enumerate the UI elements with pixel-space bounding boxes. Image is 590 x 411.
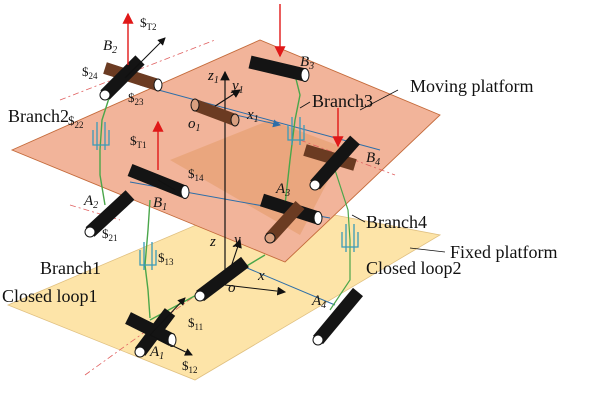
screw-label-s23: $23 xyxy=(128,90,144,107)
pointer-line xyxy=(359,89,399,111)
dash-line xyxy=(84,284,211,376)
branch3-path xyxy=(284,74,301,206)
axis-label-y1: y1 xyxy=(230,78,244,96)
screw-label-sT2: $T2 xyxy=(140,15,157,32)
screw-arrow-s11 xyxy=(149,297,186,336)
joint-o xyxy=(194,256,249,302)
prismatic-joint xyxy=(341,224,359,252)
screw-arrow-s24 xyxy=(124,37,166,79)
joint-A4 xyxy=(312,287,363,346)
point-A1: A1 xyxy=(149,344,164,362)
pointer-line xyxy=(351,214,366,223)
pointer-line xyxy=(409,247,446,253)
moving-platform-label: Moving platform xyxy=(410,76,534,96)
dash-line xyxy=(299,139,396,176)
branch2-label: Branch2 xyxy=(8,106,69,126)
screw-label-s11: $11 xyxy=(188,315,203,332)
blue-line xyxy=(239,264,336,306)
axis-label-z: z xyxy=(209,234,216,250)
joint-B2-pair xyxy=(99,55,163,101)
branch4-path xyxy=(329,169,351,311)
branch3-label: Branch3 xyxy=(312,91,373,111)
pointer-line xyxy=(299,101,311,109)
screw-arrow-s14 xyxy=(157,179,176,191)
screw-label-s13: $13 xyxy=(158,250,174,267)
joint-B3 xyxy=(248,55,310,82)
screw-label-s22: $22 xyxy=(68,113,84,130)
origin-o1: o1 xyxy=(188,116,201,134)
axis-label-x1: x1 xyxy=(246,107,259,125)
prismatic-joint xyxy=(139,242,157,270)
fixed-platform-label: Fixed platform xyxy=(450,242,557,262)
fixed-platform xyxy=(6,199,442,381)
screw-label-s21: $21 xyxy=(102,226,118,243)
closed-loop2-label: Closed loop2 xyxy=(366,258,462,278)
origin-o: o xyxy=(228,280,236,296)
joint-o1 xyxy=(190,98,240,127)
branch4-label: Branch4 xyxy=(366,212,427,232)
screw-arrow-s12 xyxy=(149,334,193,356)
screw-label-s14: $14 xyxy=(188,166,204,183)
point-A3: A3 xyxy=(275,181,290,199)
point-B3: B3 xyxy=(300,54,314,72)
prismatic-joint xyxy=(287,117,305,145)
point-A2: A2 xyxy=(83,193,98,211)
point-B4: B4 xyxy=(366,150,380,168)
point-B2: B2 xyxy=(103,38,117,56)
screw-label-sT1: $T1 xyxy=(130,133,147,150)
joint-B4-pair xyxy=(303,135,360,191)
branch2-path xyxy=(99,94,111,206)
branch1-label: Branch1 xyxy=(40,258,101,278)
point-A4: A4 xyxy=(311,293,326,311)
prismatic-joint xyxy=(92,122,110,150)
axis-label-x: x xyxy=(257,268,265,284)
closed-loop1-label: Closed loop1 xyxy=(2,286,98,306)
screw-label-s24: $24 xyxy=(82,64,98,81)
point-B1: B1 xyxy=(153,195,167,213)
joint-B1 xyxy=(127,163,190,199)
joint-A3-pair xyxy=(260,193,323,244)
axis-label-y: y xyxy=(232,232,241,248)
screw-label-s12: $12 xyxy=(182,358,198,375)
x-axis xyxy=(224,284,287,296)
axis-label-z1: z1 xyxy=(207,68,219,86)
joint-A2 xyxy=(84,190,135,238)
